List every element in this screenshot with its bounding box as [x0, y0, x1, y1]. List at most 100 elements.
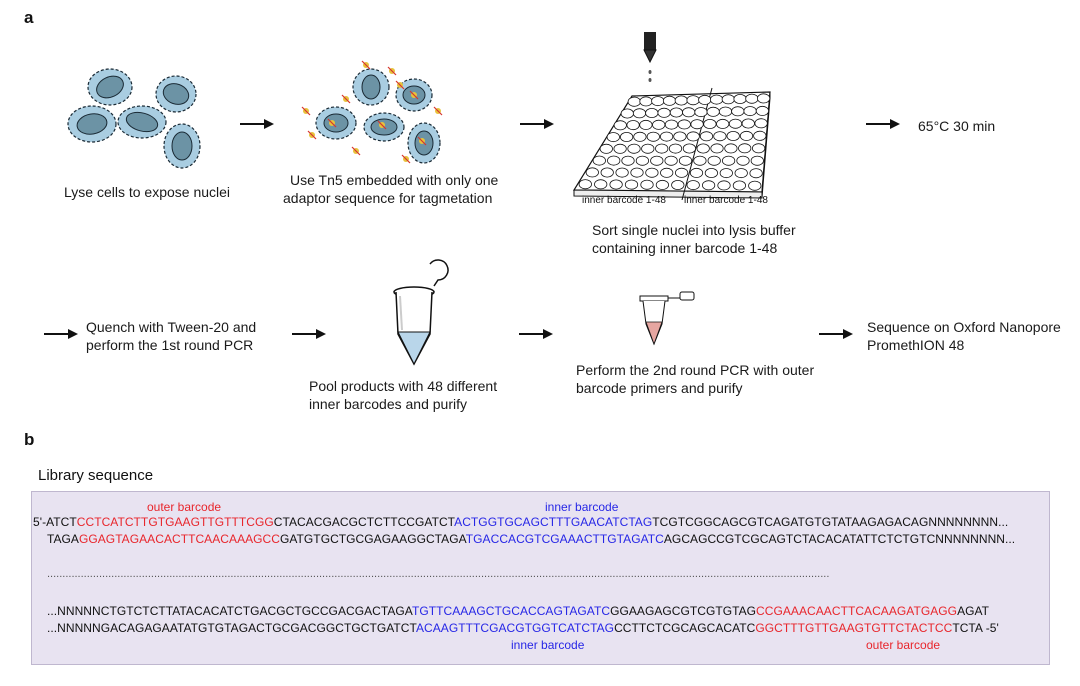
plate-well: [743, 106, 757, 117]
outer-barcode-label-bottom: outer barcode: [866, 638, 941, 652]
plate-well: [646, 131, 660, 142]
step1-caption: Lyse cells to expose nuclei: [64, 184, 231, 200]
plate-well: [650, 155, 664, 166]
plate-well: [741, 118, 755, 129]
sequence-box: [31, 491, 1050, 665]
plate-well: [675, 167, 689, 178]
plate-well: [592, 155, 606, 166]
plate-well: [724, 143, 738, 154]
plate-well: [754, 118, 768, 129]
plate-well: [641, 143, 655, 154]
cell: [315, 106, 357, 140]
arrow-icon: [520, 119, 554, 129]
arrow-icon: [866, 119, 900, 129]
arrow-icon: [44, 329, 78, 339]
plate-well: [660, 167, 674, 178]
plate-well: [615, 167, 629, 178]
plate-well: [750, 155, 764, 166]
plate-well: [585, 167, 599, 178]
plate-well: [719, 168, 733, 179]
cells-illustration: [67, 68, 201, 169]
panel-b-letter: b: [24, 430, 35, 449]
arrow-icon: [819, 329, 853, 339]
step5-caption-line1: Quench with Tween-20 and: [86, 319, 257, 335]
sequence-line-1: 5'-ATCTCCTCATCTTGTGAAGTTGTTTCGGCTACACGAC…: [33, 515, 1009, 529]
plate-well: [713, 131, 727, 142]
plate-well: [731, 106, 745, 117]
inner-barcode-label-bottom: inner barcode: [511, 638, 585, 652]
step3-caption-line2: containing inner barcode 1-48: [592, 240, 778, 256]
plate-well: [748, 180, 762, 191]
cell: [67, 105, 117, 143]
plate-well: [606, 132, 620, 143]
step6-caption-line1: Pool products with 48 different: [309, 378, 498, 394]
plate-well: [753, 130, 767, 141]
step7-caption-line1: Perform the 2nd round PCR with outer: [576, 362, 815, 378]
outer-barcode-label-top: outer barcode: [147, 500, 222, 514]
pipette-tip-icon: [643, 32, 657, 82]
plate-well: [639, 119, 653, 130]
plate-well: [633, 131, 647, 142]
plate-well: [718, 106, 733, 117]
outer-barcode-seq: GGCTTTGTTGAAGTGTTCTACTCC: [755, 621, 953, 635]
plate-well: [694, 107, 708, 118]
plate-well: [640, 179, 654, 190]
plate-well: [620, 108, 634, 119]
step8-caption-line1: Sequence on Oxford Nanopore: [867, 319, 1061, 335]
plate-well: [736, 155, 750, 166]
plate-well: [704, 167, 718, 178]
plate-well: [686, 131, 700, 142]
plate-well: [626, 120, 640, 131]
wells: [578, 93, 771, 191]
plate-well: [757, 93, 771, 104]
plate-well: [668, 143, 683, 154]
plate-well: [619, 132, 634, 143]
plate-well: [600, 167, 614, 178]
sequence-line-3: ...NNNNNCTGTCTCTTATACACATCTGACGCTGCCGACG…: [47, 604, 990, 618]
plate-well: [696, 143, 710, 154]
plate-well: [706, 106, 720, 117]
plate-well: [627, 143, 641, 154]
plate-well: [657, 107, 671, 118]
plate-well: [755, 105, 769, 116]
plate-well: [686, 180, 700, 191]
plate-well: [627, 96, 641, 107]
plate-well: [752, 143, 766, 154]
plate-well: [710, 143, 724, 154]
plate-well: [726, 131, 740, 142]
plate-well: [693, 155, 707, 166]
plate-well: [678, 155, 693, 166]
plate-well: [699, 131, 714, 142]
plate-well: [664, 155, 678, 166]
plate-well: [635, 155, 650, 166]
outer-barcode-seq: CCTCATCTTGTGAAGTTGTTTCGG: [76, 515, 274, 529]
tn5-tagmentation-illustration: [301, 60, 443, 164]
plate-divider: [681, 87, 713, 200]
plate-well: [728, 118, 743, 129]
cell: [352, 68, 390, 106]
plate-well: [655, 143, 669, 154]
plate-well: [630, 167, 644, 178]
plate-well: [609, 179, 623, 190]
plate-well: [738, 143, 752, 154]
plate-well: [578, 179, 592, 190]
cell: [117, 105, 167, 139]
plate-well: [632, 108, 647, 119]
plate-well: [734, 168, 748, 179]
plate-well: [686, 95, 700, 106]
step5-caption-line2: perform the 1st round PCR: [86, 337, 254, 353]
plate-well: [674, 95, 688, 106]
pcr-tube-icon: [639, 291, 695, 346]
plate-well: [689, 167, 704, 178]
plate-well: [702, 180, 716, 191]
plate-well: [621, 155, 635, 166]
sequence-ellipsis-divider: ........................................…: [47, 568, 830, 580]
large-tube-icon: [393, 259, 449, 366]
plate-well: [639, 96, 653, 107]
library-sequence-title: Library sequence: [38, 467, 154, 484]
plate-well: [673, 131, 687, 142]
inner-barcode-seq: ACAAGTTTCGACGTGGTCATCTAG: [415, 621, 615, 635]
plate-label-left: inner barcode 1-48: [582, 195, 666, 206]
plate-well: [645, 108, 659, 119]
plate-well: [732, 180, 746, 191]
